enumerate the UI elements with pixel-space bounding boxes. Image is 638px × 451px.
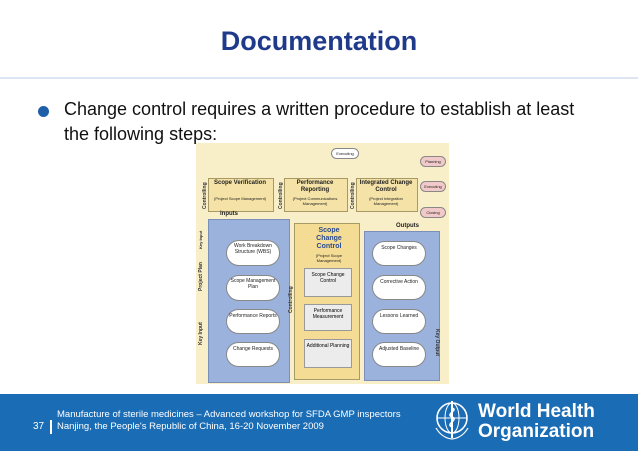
wbs-input: Work Breakdown Structure (WBS) [226,240,280,266]
who-name-line-1: World Health [478,401,595,422]
scope-change-control-diagram: Executing Planning Executing Closing Sco… [196,143,449,384]
integrated-change-control-title: Integrated Change Control [359,180,413,193]
footer-line-1: Manufacture of sterile medicines – Advan… [57,409,401,420]
scope-verification-title: Scope Verification [213,180,267,186]
controlling-label-3: Controlling [350,182,356,209]
center-tool-1: Scope Change Control [304,268,352,297]
outputs-label: Outputs [396,223,419,229]
controlling-label-2: Controlling [278,182,284,209]
closing-tag: Closing [420,207,446,218]
controlling-label-4: Controlling [288,286,294,313]
scope-management-plan-input: Scope Management Plan [226,275,280,301]
executing-tag: Executing [331,148,359,159]
performance-reporting-title: Performance Reporting [296,180,334,193]
integrated-change-control-box [356,178,418,212]
bullet-dot [38,106,49,117]
integrated-change-control-sub: (Project Integration Management) [369,196,403,206]
lessons-learned-output: Lessons Learned [372,309,426,334]
performance-reporting-box [284,178,348,212]
page-number: 37 [33,421,45,432]
planning-tag: Planning [420,156,446,167]
key-input-top-label: Key Input [198,230,203,249]
key-input-bottom-label: Key Input [198,322,204,345]
footer-bar [0,394,638,451]
performance-reporting-sub: (Project Communications Management) [292,196,338,206]
slide-title: Documentation [220,26,418,56]
center-process-sub: (Project Scope Management) [315,253,343,263]
change-requests-input: Change Requests [226,342,280,367]
executing-tag-2: Executing [420,181,446,192]
footer-line-2: Nanjing, the People's Republic of China,… [57,421,324,432]
corrective-action-output: Corrective Action [372,275,426,300]
scope-verification-sub: (Project Scope Management) [213,196,267,201]
center-process-title: Scope Change Control [316,227,342,250]
adjusted-baseline-output: Adjusted Baseline [372,342,426,367]
controlling-label-1: Controlling [202,182,208,209]
page-separator [50,420,52,434]
performance-reports-input: Performance Reports [226,309,280,334]
center-tool-2: Performance Measurement [304,304,352,331]
center-tool-3: Additional Planning [304,339,352,368]
who-name-line-2: Organization [478,421,595,442]
title-rule [0,77,638,79]
scope-changes-output: Scope Changes [372,241,426,266]
scope-verification-box [208,178,274,212]
bullet-text: Change control requires a written proced… [64,99,575,144]
key-output-label: Key Output [434,329,440,356]
project-plan-label: Project Plan [198,262,204,291]
who-emblem-icon [432,398,472,442]
inputs-label: Inputs [220,211,238,217]
